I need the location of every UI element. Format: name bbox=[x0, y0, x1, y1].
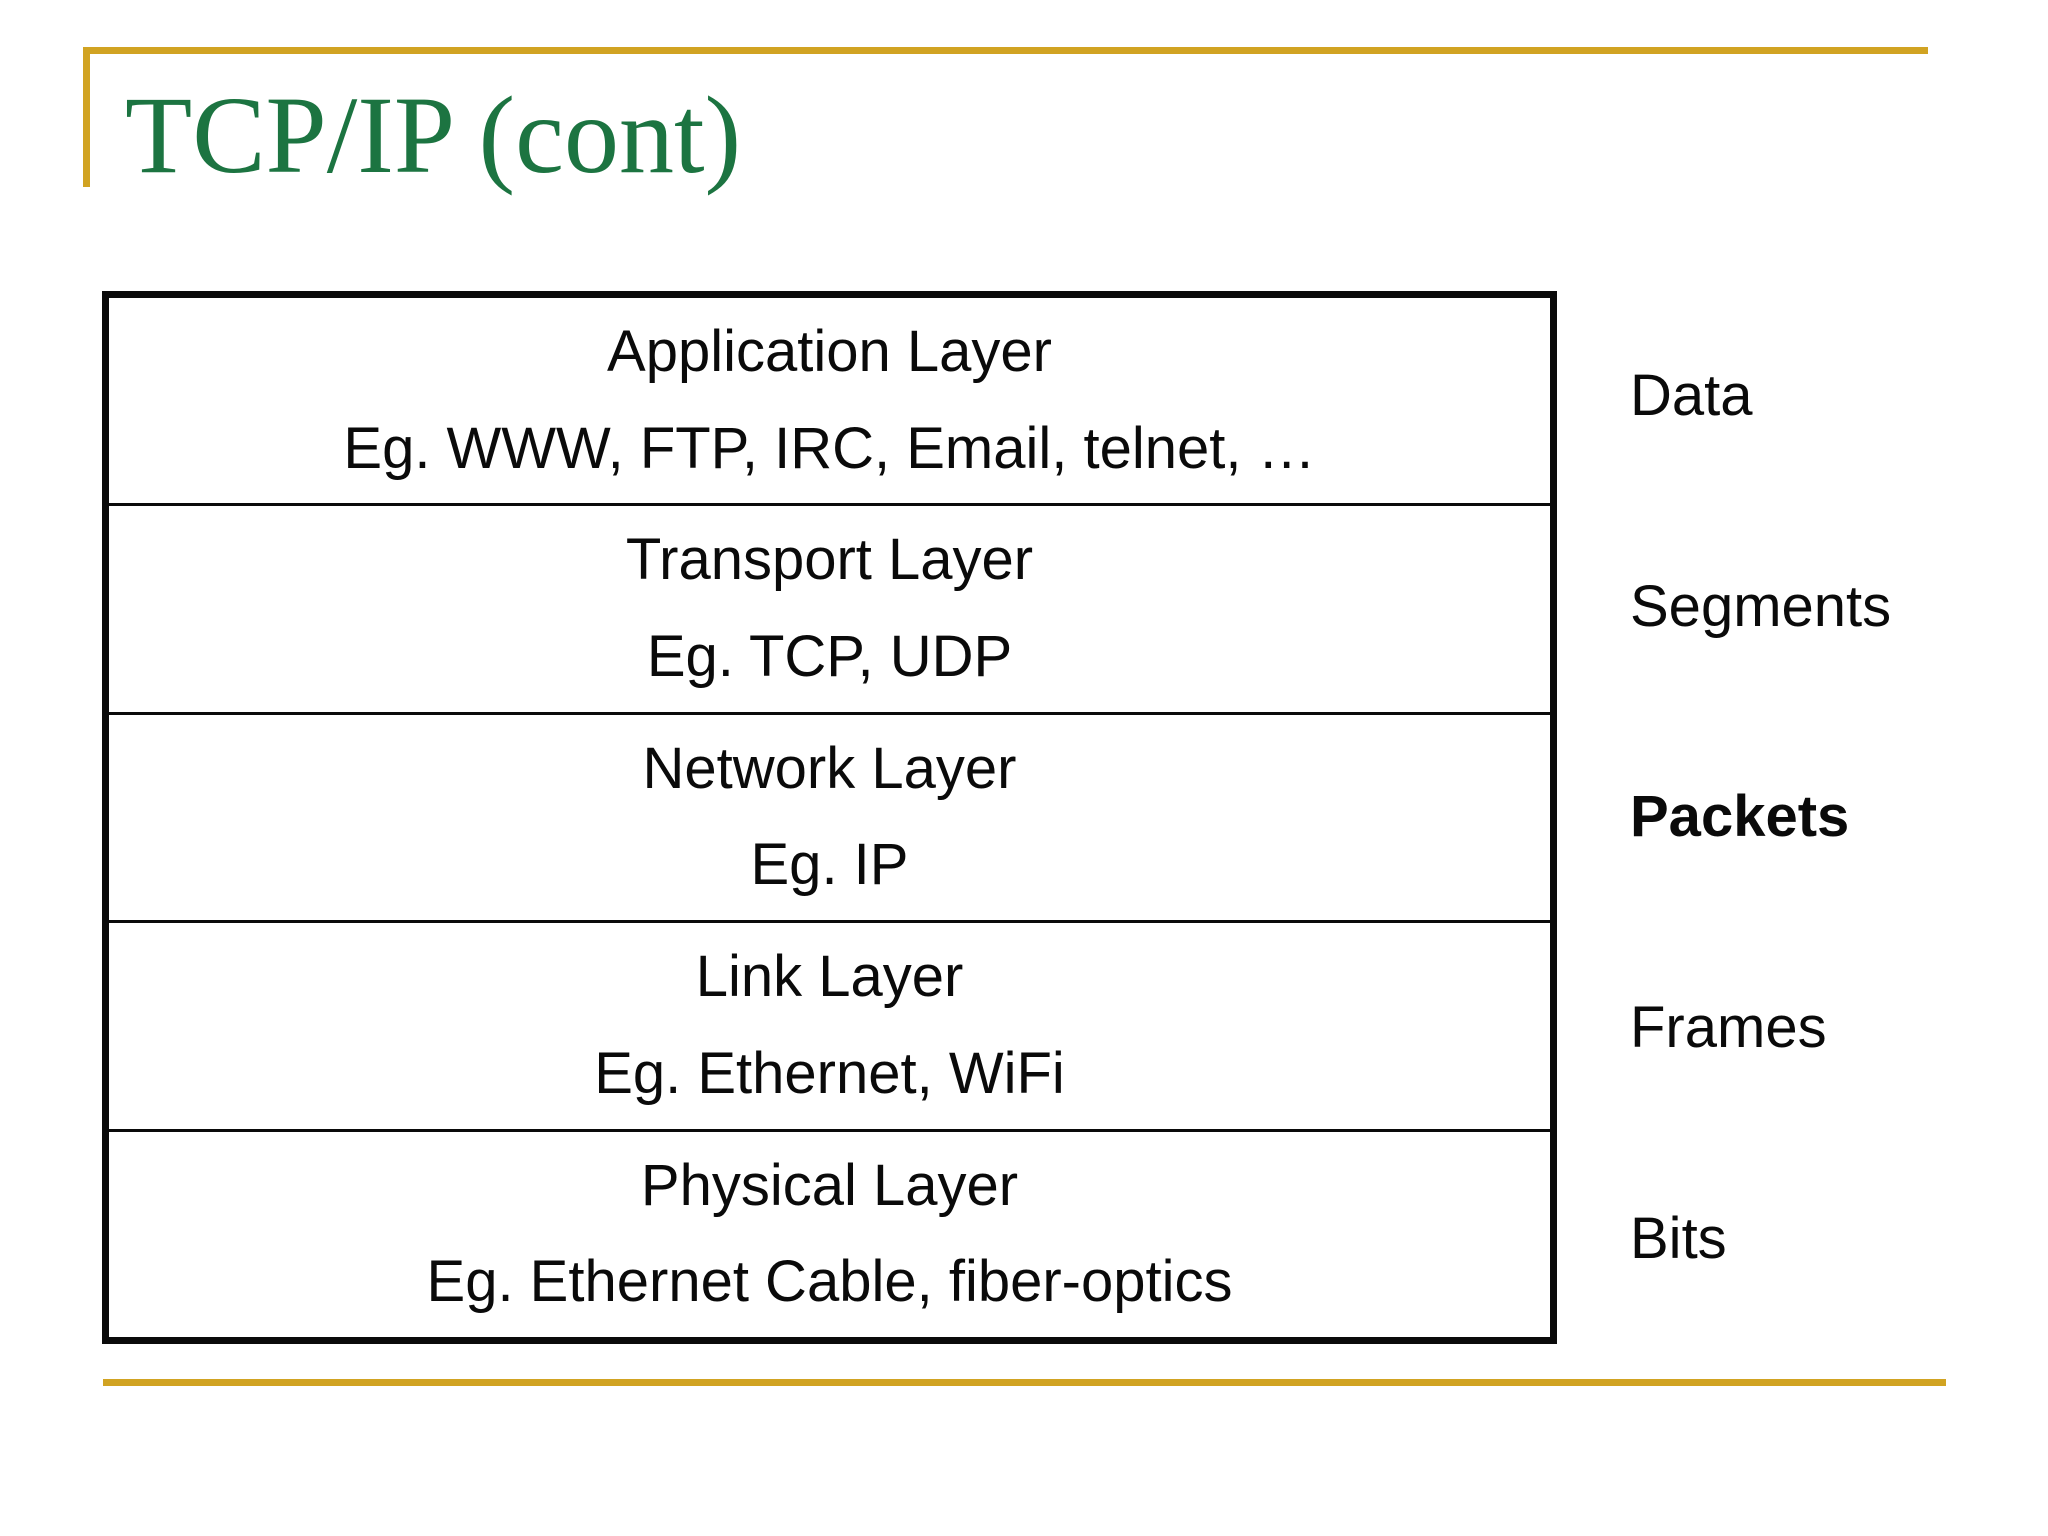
data-unit-cell: Bits bbox=[1630, 1133, 2040, 1344]
layer-examples: Eg. Ethernet Cable, fiber-optics bbox=[426, 1249, 1233, 1315]
table-row-transport-layer: Transport Layer Eg. TCP, UDP bbox=[109, 503, 1550, 711]
layer-examples: Eg. IP bbox=[750, 832, 909, 898]
data-unit-label-packets: Packets bbox=[1630, 784, 1850, 850]
left-accent-line bbox=[83, 47, 90, 187]
layer-examples: Eg. TCP, UDP bbox=[646, 623, 1013, 689]
data-unit-cell: Segments bbox=[1630, 502, 2040, 713]
slide-title: TCP/IP (cont) bbox=[125, 74, 742, 196]
layer-name: Link Layer bbox=[695, 944, 964, 1010]
data-unit-cell: Frames bbox=[1630, 923, 2040, 1134]
data-unit-label-frames: Frames bbox=[1630, 995, 1827, 1061]
table-row-link-layer: Link Layer Eg. Ethernet, WiFi bbox=[109, 920, 1550, 1128]
data-unit-cell: Packets bbox=[1630, 712, 2040, 923]
data-units-column: Data Segments Packets Frames Bits bbox=[1630, 291, 2040, 1344]
table-row-network-layer: Network Layer Eg. IP bbox=[109, 711, 1550, 920]
data-unit-label-segments: Segments bbox=[1630, 573, 1892, 639]
bottom-accent-line bbox=[103, 1379, 1946, 1386]
table-row-physical-layer: Physical Layer Eg. Ethernet Cable, fiber… bbox=[109, 1128, 1550, 1337]
layer-examples: Eg. WWW, FTP, IRC, Email, telnet, … bbox=[343, 415, 1316, 481]
top-accent-line bbox=[83, 47, 1928, 54]
layer-name: Network Layer bbox=[642, 735, 1017, 801]
table-row-application-layer: Application Layer Eg. WWW, FTP, IRC, Ema… bbox=[109, 298, 1550, 503]
layer-name: Transport Layer bbox=[625, 527, 1034, 593]
layer-examples: Eg. Ethernet, WiFi bbox=[594, 1040, 1065, 1106]
data-unit-label-data: Data bbox=[1630, 363, 1753, 429]
data-unit-cell: Data bbox=[1630, 291, 2040, 502]
layer-name: Application Layer bbox=[607, 319, 1052, 384]
data-unit-label-bits: Bits bbox=[1630, 1205, 1727, 1271]
protocol-stack-table: Application Layer Eg. WWW, FTP, IRC, Ema… bbox=[102, 291, 1557, 1344]
layer-name: Physical Layer bbox=[640, 1152, 1019, 1218]
